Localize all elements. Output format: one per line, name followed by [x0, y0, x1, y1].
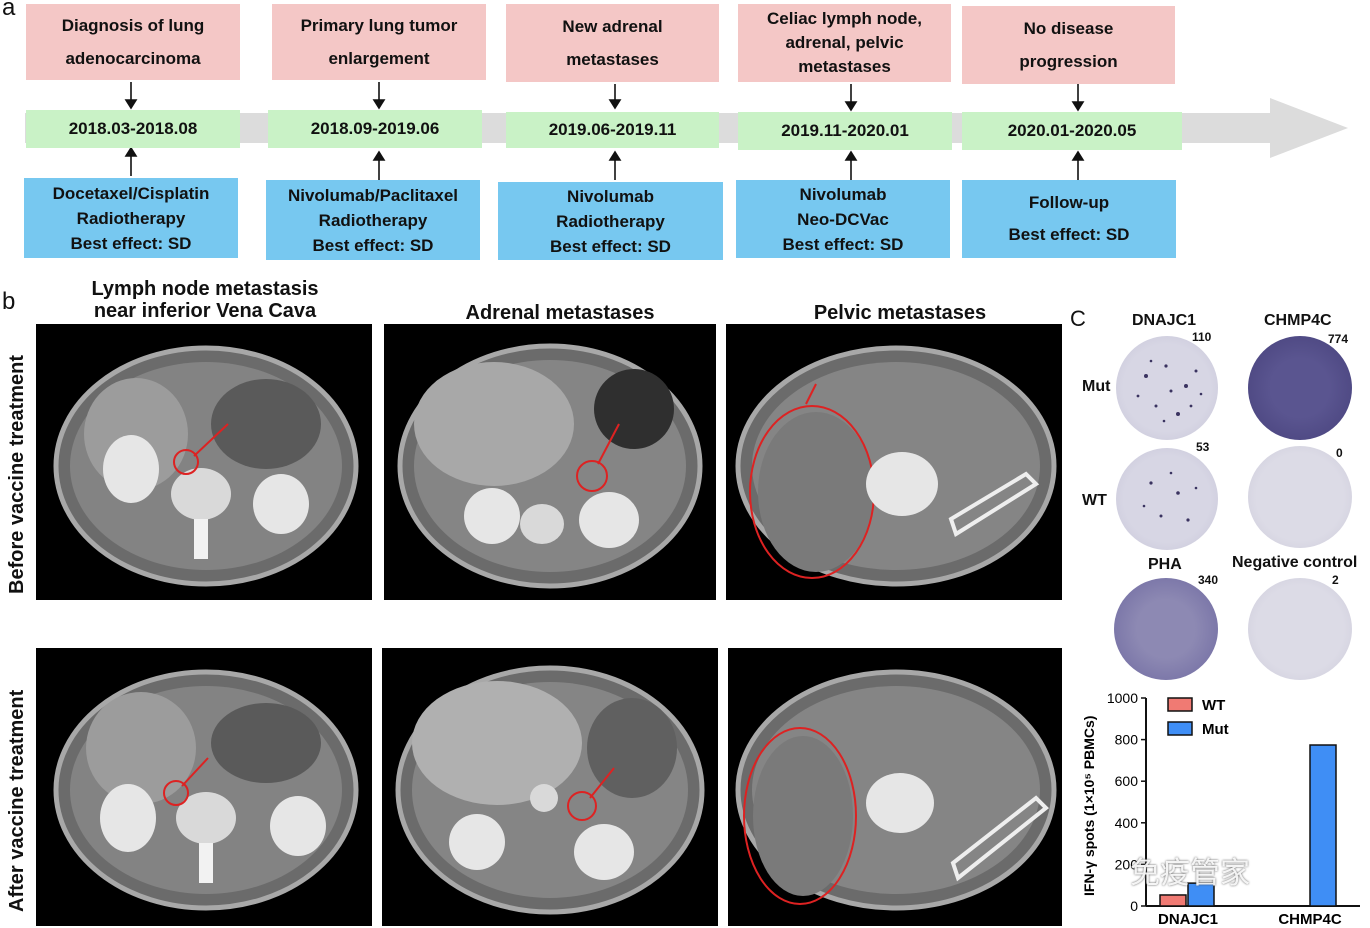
ct-before-lymph-node — [36, 324, 372, 600]
panel-c-letter: C — [1070, 306, 1086, 331]
treatment-4-box: Nivolumab Neo-DCVac Best effect: SD — [736, 180, 950, 258]
well-header-dnajc1: DNAJC1 — [1132, 312, 1197, 329]
well-row-wt: WT — [1082, 492, 1107, 509]
treatment-1-line-3: Best effect: SD — [70, 233, 192, 253]
well-mut-chmp4c — [1248, 336, 1352, 440]
event-3-box: New adrenal metastases — [506, 4, 719, 82]
well-count-mut-chmp4c: 774 — [1328, 332, 1349, 346]
treatment-5-line-1: Follow-up — [1028, 193, 1110, 212]
well-count-wt-chmp4c: 0 — [1336, 446, 1343, 460]
legend-swatch-mut — [1167, 721, 1193, 736]
y-tick-label-0: 0 — [1130, 898, 1138, 914]
ct-after-lymph-node — [36, 648, 372, 926]
well-wt-chmp4c — [1248, 446, 1352, 548]
treatment-1-line-1: Docetaxel/Cisplatin — [52, 183, 210, 203]
event-2-box: Primary lung tumor enlargement — [272, 4, 486, 80]
treatment-5-box: Follow-up Best effect: SD — [962, 180, 1176, 258]
treatment-3-line-2: Radiotherapy — [556, 211, 665, 231]
ct-after-pelvic — [728, 648, 1062, 926]
well-mut-dnajc1 — [1116, 336, 1218, 440]
y-tick-label-1: 200 — [1115, 856, 1139, 872]
row-title-before: Before vaccine treatment — [6, 355, 28, 594]
treatment-1-box: Docetaxel/Cisplatin Radiotherapy Best ef… — [24, 178, 238, 258]
column-title-lymph-node: Lymph node metastasis near inferior Vena… — [91, 278, 319, 322]
panel-b-letter: b — [2, 288, 16, 315]
connector-arrows — [124, 82, 1085, 180]
well-row-mut: Mut — [1082, 378, 1111, 395]
column-title-adrenal: Adrenal metastases — [465, 302, 655, 324]
treatment-4-line-2: Neo-DCVac — [797, 209, 889, 229]
y-tick-label-5: 1000 — [1107, 690, 1138, 706]
treatment-3-line-3: Best effect: SD — [550, 236, 671, 256]
bar-wt-dnajc1 — [1159, 894, 1187, 907]
treatment-3-line-1: Nivolumab — [567, 186, 654, 206]
y-axis-label: IFN-γ spots (1×10⁵ PBMCs) — [1081, 716, 1097, 896]
treatment-2-box: Nivolumab/Paclitaxel Radiotherapy Best e… — [266, 180, 480, 260]
well-count-pha: 340 — [1198, 573, 1219, 587]
ct-before-adrenal — [384, 324, 716, 600]
well-count-negative-control: 2 — [1332, 573, 1339, 587]
well-count-mut-dnajc1: 110 — [1192, 330, 1212, 344]
event-3-title: New adrenal metastases — [562, 17, 663, 69]
well-label-negative-control: Negative control — [1232, 554, 1358, 571]
y-tick-label-3: 600 — [1115, 773, 1139, 789]
well-negative-control — [1248, 578, 1352, 680]
ct-before-pelvic — [726, 324, 1062, 600]
treatment-4-line-1: Nivolumab — [799, 184, 887, 204]
panel-a-letter: a — [2, 0, 16, 21]
date-3: 2019.06-2019.11 — [506, 112, 719, 148]
date-1: 2018.03-2018.08 — [26, 110, 240, 148]
column-title-pelvic: Pelvic metastases — [813, 302, 987, 324]
event-4-title: Celiac lymph node, adrenal, pelvic metas… — [767, 9, 922, 76]
treatment-2-line-1: Nivolumab/Paclitaxel — [287, 185, 459, 205]
event-2-title: Primary lung tumor enlargement — [300, 16, 458, 68]
bar-mut-dnajc1 — [1187, 882, 1215, 907]
x-tick-label-1: CHMP4C — [1278, 911, 1342, 928]
well-count-wt-dnajc1: 53 — [1196, 440, 1210, 454]
event-1-box: Diagnosis of lung adenocarcinoma — [26, 4, 240, 80]
treatment-4-line-3: Best effect: SD — [782, 234, 904, 254]
y-tick-label-4: 800 — [1115, 732, 1139, 748]
treatment-2-line-2: Radiotherapy — [318, 210, 428, 230]
treatment-3-box: Nivolumab Radiotherapy Best effect: SD — [498, 182, 723, 260]
watermark-text: 免疫管家 — [1130, 856, 1250, 891]
event-4-box: Celiac lymph node, adrenal, pelvic metas… — [738, 4, 951, 82]
legend-label-mut: Mut — [1202, 721, 1229, 738]
y-tick-label-2: 400 — [1115, 815, 1139, 831]
ct-after-adrenal — [382, 648, 718, 926]
treatment-5-line-2: Best effect: SD — [1008, 225, 1130, 244]
event-1-title: Diagnosis of lung adenocarcinoma — [61, 16, 205, 68]
date-2: 2018.09-2019.06 — [268, 110, 482, 148]
well-wt-dnajc1 — [1116, 448, 1218, 550]
event-5-box: No disease progression — [962, 6, 1175, 84]
legend-swatch-wt — [1167, 697, 1193, 712]
well-header-chmp4c: CHMP4C — [1264, 312, 1332, 329]
date-4: 2019.11-2020.01 — [738, 112, 952, 150]
x-tick-label-0: DNAJC1 — [1158, 911, 1218, 928]
date-5: 2020.01-2020.05 — [962, 112, 1182, 150]
well-pha — [1114, 578, 1218, 680]
row-title-after: After vaccine treatment — [6, 689, 28, 912]
event-5-title: No disease progression — [1019, 19, 1118, 71]
treatment-1-line-2: Radiotherapy — [76, 208, 186, 228]
legend-label-wt: WT — [1202, 697, 1225, 714]
treatment-2-line-3: Best effect: SD — [312, 235, 434, 255]
bar-mut-chmp4c — [1309, 744, 1337, 907]
well-label-pha: PHA — [1148, 556, 1182, 573]
